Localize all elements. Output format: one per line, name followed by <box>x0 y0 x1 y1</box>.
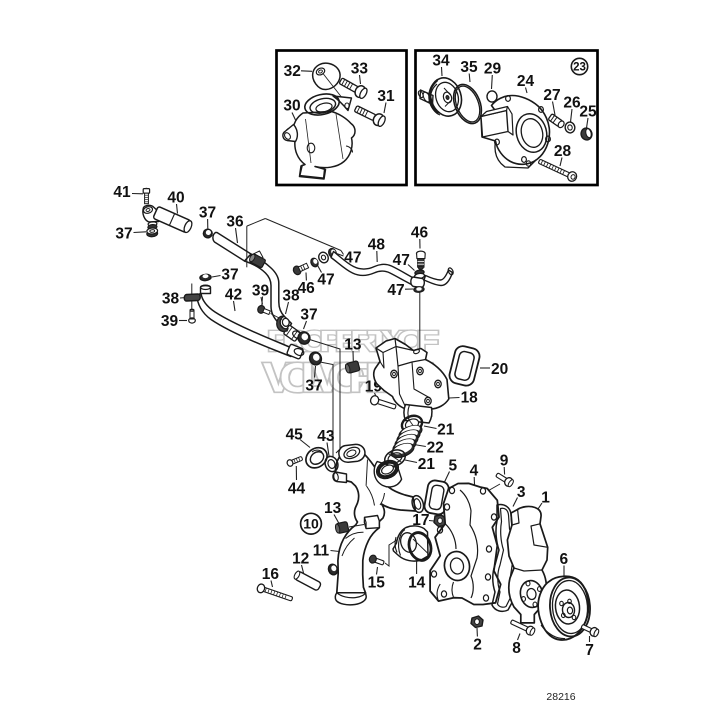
svg-text:37: 37 <box>199 205 216 222</box>
svg-text:25: 25 <box>579 104 597 121</box>
svg-text:32: 32 <box>284 63 301 80</box>
svg-text:47: 47 <box>393 252 410 269</box>
svg-text:45: 45 <box>286 427 304 444</box>
svg-text:38: 38 <box>282 288 300 305</box>
svg-text:21: 21 <box>437 422 455 439</box>
svg-text:20: 20 <box>491 361 508 378</box>
svg-text:24: 24 <box>517 73 535 90</box>
svg-text:2: 2 <box>473 637 482 654</box>
svg-text:12: 12 <box>292 551 309 568</box>
svg-text:11: 11 <box>313 542 330 559</box>
svg-text:30: 30 <box>283 98 300 115</box>
svg-text:44: 44 <box>288 480 306 497</box>
svg-text:28: 28 <box>554 143 572 160</box>
svg-text:16: 16 <box>262 566 280 583</box>
svg-text:38: 38 <box>162 291 180 308</box>
svg-text:28216: 28216 <box>546 691 575 703</box>
svg-text:17: 17 <box>412 512 429 529</box>
svg-text:13: 13 <box>324 500 342 517</box>
svg-text:37: 37 <box>115 226 132 243</box>
svg-text:6: 6 <box>559 551 568 568</box>
svg-text:46: 46 <box>411 225 429 242</box>
svg-text:9: 9 <box>500 453 509 470</box>
svg-text:39: 39 <box>161 313 179 330</box>
svg-text:5: 5 <box>448 458 457 475</box>
svg-text:37: 37 <box>305 378 322 395</box>
svg-text:27: 27 <box>543 87 560 104</box>
svg-text:7: 7 <box>585 642 594 659</box>
svg-text:41: 41 <box>113 184 131 201</box>
svg-text:40: 40 <box>167 190 184 207</box>
svg-text:26: 26 <box>563 95 581 112</box>
svg-text:22: 22 <box>427 440 444 457</box>
svg-text:34: 34 <box>432 53 450 70</box>
svg-text:10: 10 <box>303 516 319 532</box>
svg-text:36: 36 <box>226 214 244 231</box>
svg-text:47: 47 <box>317 272 334 289</box>
svg-text:1: 1 <box>541 489 550 506</box>
svg-text:29: 29 <box>484 61 502 78</box>
svg-text:37: 37 <box>221 267 238 284</box>
svg-text:47: 47 <box>387 282 404 299</box>
svg-text:3: 3 <box>517 484 526 501</box>
svg-text:46: 46 <box>298 280 316 297</box>
svg-text:18: 18 <box>461 390 479 407</box>
svg-text:47: 47 <box>344 250 361 267</box>
svg-text:42: 42 <box>225 287 242 304</box>
svg-text:8: 8 <box>512 640 521 657</box>
svg-text:23: 23 <box>573 62 586 74</box>
svg-text:37: 37 <box>300 307 317 324</box>
svg-text:43: 43 <box>317 428 335 445</box>
svg-text:15: 15 <box>368 575 386 592</box>
svg-text:33: 33 <box>351 61 369 78</box>
svg-text:31: 31 <box>377 88 395 105</box>
svg-text:35: 35 <box>460 59 478 76</box>
svg-text:14: 14 <box>408 574 426 591</box>
svg-text:21: 21 <box>418 456 436 473</box>
svg-text:39: 39 <box>252 283 270 300</box>
svg-text:48: 48 <box>368 237 386 254</box>
svg-text:13: 13 <box>344 336 362 353</box>
svg-text:4: 4 <box>470 463 479 480</box>
